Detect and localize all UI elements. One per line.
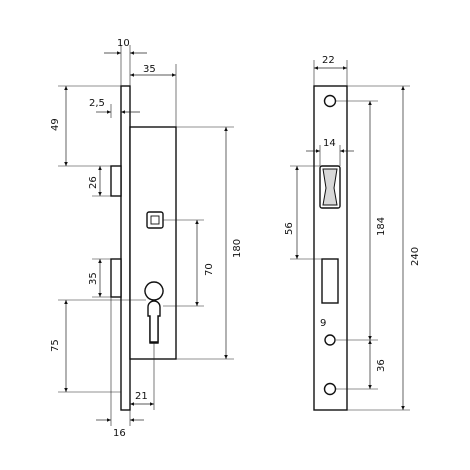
bolt-window (321, 258, 339, 304)
dim-body-height: 180 (176, 126, 243, 360)
dim-hole-small: 9 (320, 318, 326, 329)
follower-outer (146, 211, 164, 229)
screw-hole-bottom (323, 382, 337, 396)
label-latch-width: 14 (323, 138, 336, 149)
label-top-to-latch: 49 (50, 118, 61, 131)
label-hole-small: 9 (320, 318, 326, 329)
euro-cylinder-hole (147, 300, 161, 343)
dim-latch: 26 (88, 166, 111, 197)
dim-top-to-latch: 49 (50, 85, 121, 167)
lock-body-view (110, 85, 177, 411)
dim-offset: 2,5 (89, 98, 140, 118)
label-backset: 35 (143, 64, 156, 75)
label-bottom-to-cylinder: 75 (50, 339, 61, 352)
dim-latch-width: 14 (306, 138, 354, 166)
dead-bolt (110, 258, 122, 298)
dim-bolt: 35 (88, 258, 111, 298)
dim-bottom-to-cylinder: 75 (50, 299, 146, 393)
label-plate-height: 240 (410, 247, 421, 266)
latch-profile (322, 168, 338, 206)
dim-top-width: 10 (104, 38, 147, 86)
dim-latch-height: 56 (284, 165, 322, 260)
screw-hole-top (323, 94, 337, 108)
label-bolt: 35 (88, 272, 99, 285)
label-follower-to-cylinder: 70 (204, 263, 215, 276)
screw-hole-middle (324, 334, 336, 346)
label-body-height: 180 (232, 239, 243, 258)
label-latch-height: 56 (284, 222, 295, 235)
dim-cylinder-offset: 21 (130, 343, 155, 410)
dim-plate-width: 22 (313, 55, 348, 86)
label-bottom-spacing: 36 (376, 359, 387, 372)
follower-square (150, 215, 160, 225)
label-top-width: 10 (117, 38, 130, 49)
dim-follower-to-cylinder: 70 (163, 219, 215, 307)
dim-backset: 35 (130, 64, 177, 127)
dim-plate-height: 240 (347, 85, 421, 411)
faceplate-side (120, 85, 131, 411)
faceplate-front-view (313, 85, 348, 411)
label-screw-spacing: 184 (376, 217, 387, 236)
label-cylinder-offset: 21 (135, 391, 148, 402)
dim-faceplate-bottom: 16 (96, 297, 144, 439)
label-offset: 2,5 (89, 98, 105, 109)
faceplate-front (313, 85, 348, 411)
label-plate-width: 22 (322, 55, 335, 66)
dim-bottom-spacing: 36 (336, 340, 387, 390)
latch-bolt (110, 165, 122, 197)
label-latch: 26 (88, 176, 99, 189)
label-faceplate-bottom: 16 (113, 428, 126, 439)
